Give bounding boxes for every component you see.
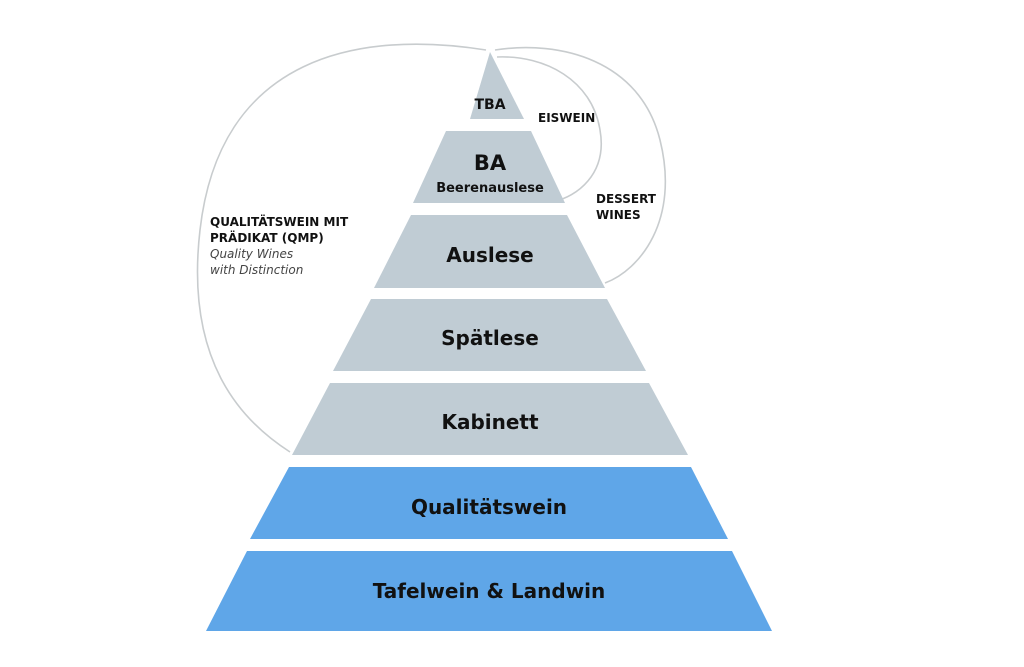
tier-ba-sublabel: Beerenauslese <box>436 181 544 196</box>
tier-kabinett-label: Kabinett <box>441 410 539 434</box>
tier-qualitatswein: Qualitätswein <box>250 467 728 539</box>
qmp-label-line2: PRÄDIKAT (QMP) <box>210 230 324 245</box>
tier-auslese: Auslese <box>374 215 605 288</box>
tier-ba-label: BA <box>474 151 507 175</box>
tier-kabinett: Kabinett <box>292 383 688 455</box>
tier-spatlese: Spätlese <box>333 299 646 371</box>
qmp-bracket-arc <box>196 43 487 453</box>
tier-tafelwein-label: Tafelwein & Landwin <box>373 579 606 603</box>
qmp-subtitle-line2: with Distinction <box>210 263 303 277</box>
tier-tba-label: TBA <box>474 97 505 113</box>
dessert-wines-label-line2: WINES <box>596 208 641 222</box>
qmp-label-line1: QUALITÄTSWEIN MIT <box>210 214 349 229</box>
qmp-subtitle-line1: Quality Wines <box>210 247 293 261</box>
tier-spatlese-label: Spätlese <box>441 326 539 350</box>
tier-tba: TBA <box>470 52 524 119</box>
eiswein-label: EISWEIN <box>538 111 595 125</box>
eiswein-bracket-arc <box>496 56 603 202</box>
tier-tafelwein: Tafelwein & Landwin <box>206 551 772 631</box>
dessert-wines-label-line1: DESSERT <box>596 192 657 206</box>
tier-auslese-label: Auslese <box>446 243 534 267</box>
dessert-wines-bracket-arc <box>494 46 667 284</box>
tier-qualitatswein-label: Qualitätswein <box>411 495 567 519</box>
tier-ba: BA Beerenauslese <box>413 131 565 203</box>
